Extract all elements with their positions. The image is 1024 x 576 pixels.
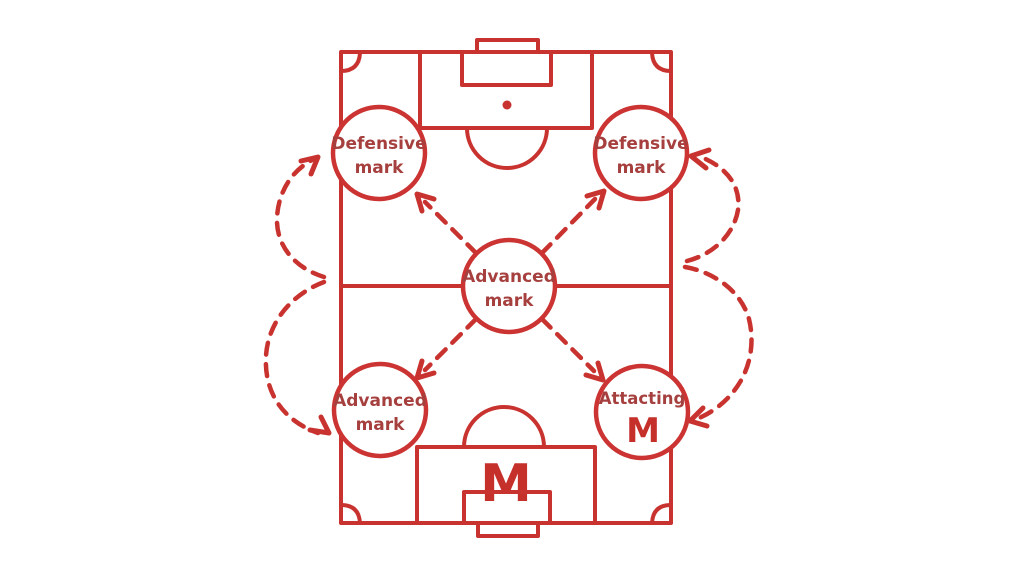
arrowhead-bottom-right-icon [583, 360, 606, 383]
node-label-line2: mark [355, 158, 405, 178]
node-label-line1: Advanced [462, 267, 556, 287]
arrow-left-flank-upper [274, 157, 327, 280]
node-label-line1: Defensive [331, 134, 426, 154]
node-label-line2: M [626, 411, 660, 451]
node-advanced-mark-bottom-left: Advanced mark [331, 361, 429, 459]
node-circle [593, 363, 691, 461]
node-label-line1: Defensive [593, 134, 688, 154]
node-circle [331, 361, 429, 459]
top-penalty-spot [502, 100, 512, 110]
node-label-line1: Attacting [599, 389, 686, 408]
arrowhead-bottom-left-icon [414, 358, 437, 381]
corner-arc-top-right [650, 51, 673, 73]
left-flank-arrows [263, 154, 332, 436]
arrowhead-right-upper-icon [688, 147, 712, 171]
node-attacking-mark-bottom-right: Attacting M [593, 363, 691, 461]
goalkeeper-label: M [480, 454, 532, 514]
arrow-center-to-top-left [422, 199, 479, 256]
arrow-center-to-bottom-right [539, 316, 597, 374]
right-flank-arrows [682, 147, 754, 429]
arrowhead-top-right-icon [584, 188, 607, 211]
corner-arc-bottom-left [339, 503, 362, 525]
arrowhead-left-upper-icon [298, 154, 321, 177]
arrow-right-flank-upper [684, 154, 741, 264]
arrowhead-left-lower-icon [307, 414, 332, 436]
arrow-left-flank-lower [263, 279, 327, 436]
node-label-line1: Advanced [333, 391, 427, 411]
top-penalty-area [418, 50, 594, 130]
pitch: M [339, 38, 673, 538]
bottom-penalty-arc [462, 405, 546, 449]
top-penalty-arc [465, 126, 549, 170]
node-circle [330, 104, 428, 202]
node-label-line2: mark [485, 291, 535, 311]
node-circle [592, 104, 690, 202]
arrow-center-to-top-right [539, 196, 598, 256]
corner-arc-top-left [339, 51, 362, 73]
node-defensive-mark-top-left: Defensive mark [330, 104, 428, 202]
center-arrows [414, 188, 607, 383]
bottom-goal [476, 521, 540, 538]
node-label-line2: mark [356, 415, 406, 435]
player-nodes: Defensive mark Defensive mark Advanced m… [330, 104, 691, 461]
arrow-right-flank-lower [682, 264, 754, 423]
arrowhead-right-lower-icon [687, 405, 710, 429]
arrow-center-to-bottom-left [422, 316, 479, 373]
node-advanced-mark-center: Advanced mark [460, 237, 558, 335]
arrowhead-top-left-icon [414, 191, 437, 214]
node-circle [460, 237, 558, 335]
top-goal-area [460, 50, 553, 87]
node-label-line2: mark [617, 158, 667, 178]
node-defensive-mark-top-right: Defensive mark [592, 104, 690, 202]
corner-arc-bottom-right [650, 503, 673, 525]
